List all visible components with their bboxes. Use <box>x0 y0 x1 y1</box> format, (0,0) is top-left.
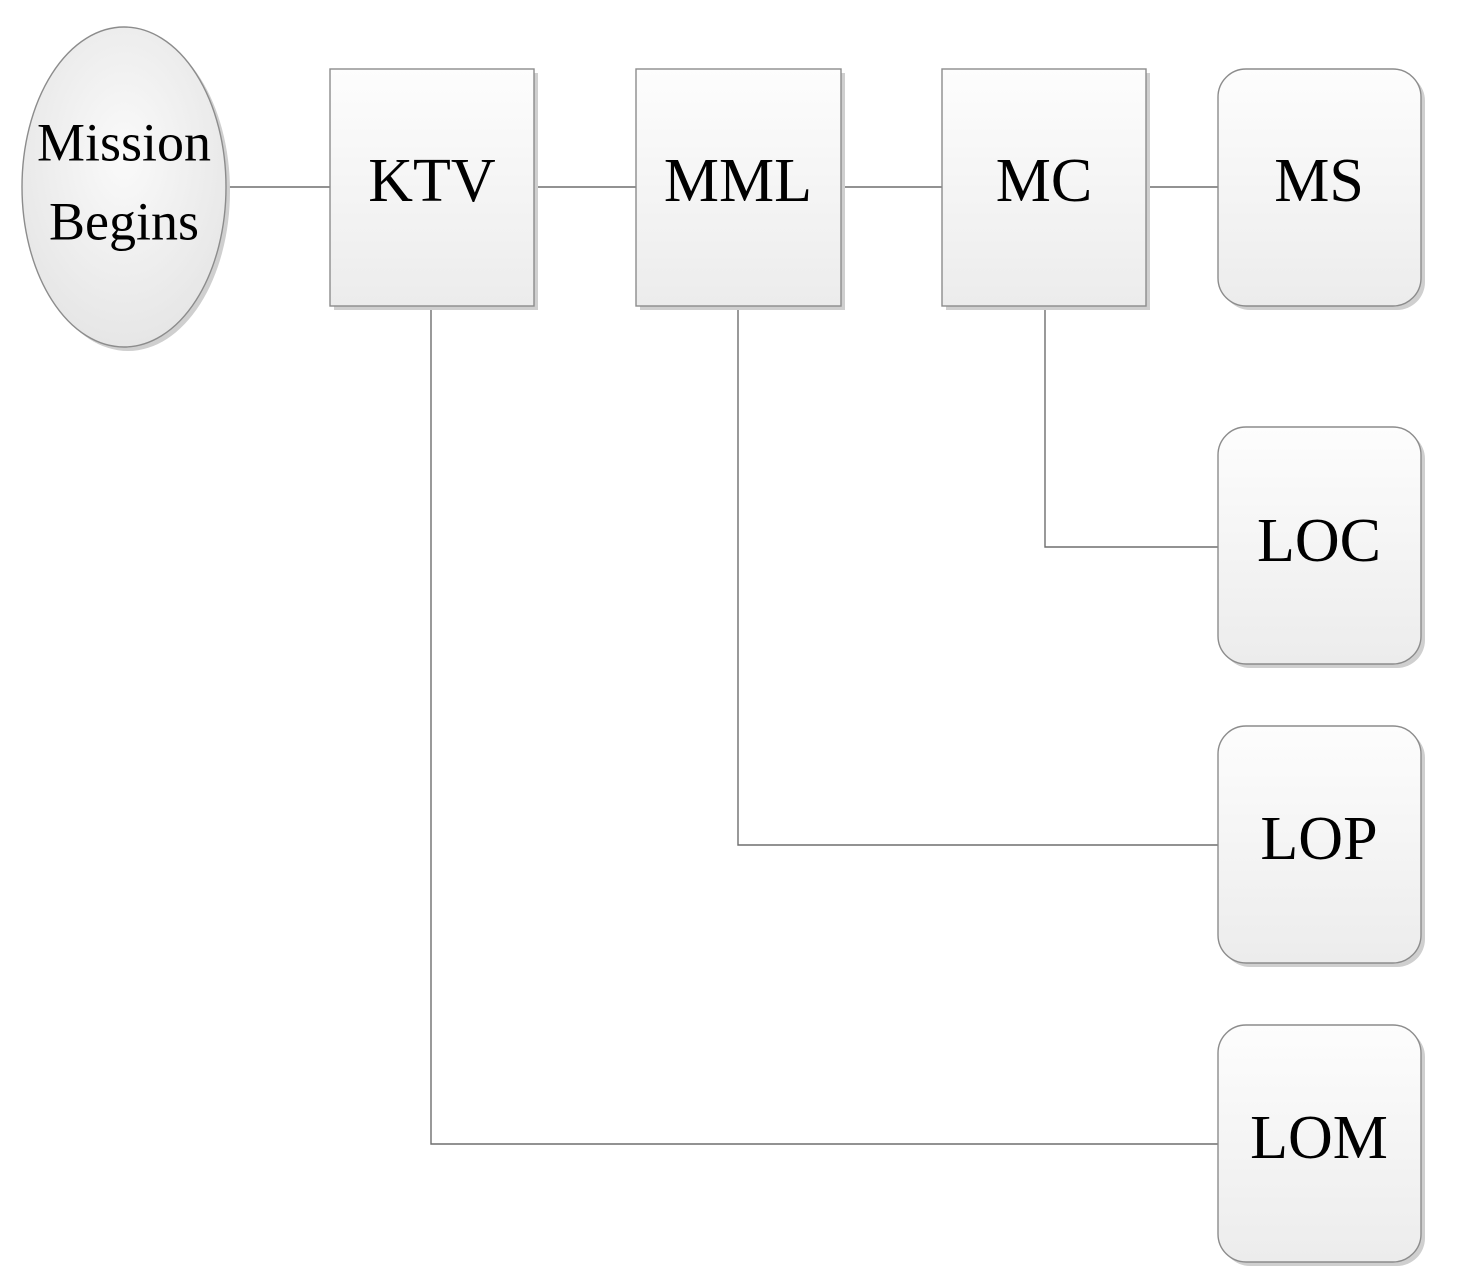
loc-label: LOC <box>1257 507 1381 575</box>
mission-begins-ellipse <box>21 26 227 348</box>
lop-label: LOP <box>1260 805 1377 873</box>
connector-ktv-lom <box>430 306 1218 1145</box>
loc-box <box>1217 426 1422 665</box>
mission-begins-label-line2: Begins <box>49 191 199 251</box>
connectors <box>227 186 1218 1145</box>
ktv-label: KTV <box>368 147 496 215</box>
ktv-box <box>329 68 535 307</box>
mml-node: MML <box>635 68 845 310</box>
mml-box <box>635 68 842 307</box>
mml-label: MML <box>664 147 812 215</box>
connector-mml-lop <box>737 306 1218 846</box>
lom-box <box>1217 1024 1422 1263</box>
mc-box <box>941 68 1147 307</box>
ktv-node: KTV <box>329 68 538 310</box>
mission-begins-node: Mission Begins <box>21 26 230 351</box>
ms-label: MS <box>1274 147 1364 215</box>
mission-begins-label-line1: Mission <box>37 112 211 172</box>
lom-node: LOM <box>1217 1024 1425 1266</box>
mc-label: MC <box>996 147 1092 215</box>
lom-label: LOM <box>1250 1104 1388 1172</box>
lop-node: LOP <box>1217 725 1425 967</box>
lop-box <box>1217 725 1422 964</box>
connector-mc-loc <box>1044 306 1218 548</box>
ms-box <box>1217 68 1422 307</box>
ms-node: MS <box>1217 68 1425 310</box>
mc-node: MC <box>941 68 1150 310</box>
loc-node: LOC <box>1217 426 1425 668</box>
